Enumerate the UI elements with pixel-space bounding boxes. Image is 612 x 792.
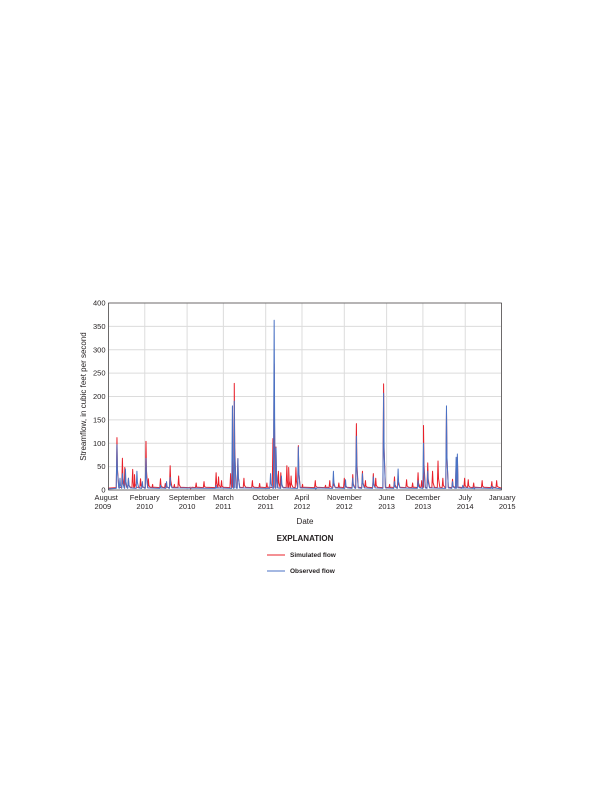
y-tick-label: 100 (93, 439, 106, 448)
x-tick-month: August (95, 493, 119, 502)
legend-label-simulated: Simulated flow (290, 552, 337, 559)
x-tick-month: June (378, 493, 394, 502)
x-tick-month: September (169, 493, 206, 502)
y-tick-labels: 0 50 100 150 200 250 300 350 400 (93, 299, 106, 495)
y-tick-label: 400 (93, 299, 106, 308)
legend-label-observed: Observed flow (290, 568, 336, 575)
x-tick-month: November (327, 493, 362, 502)
x-tick-year: 2013 (415, 502, 432, 511)
x-tick-month: February (130, 493, 160, 502)
grid (108, 302, 502, 491)
legend-title: EXPLANATION (277, 534, 334, 543)
y-tick-label: 300 (93, 345, 106, 354)
series-line-simulated (108, 363, 502, 490)
x-tick-year: 2013 (378, 502, 395, 511)
legend: EXPLANATION Simulated flow Observed flow (267, 534, 337, 575)
x-tick-year: 2012 (294, 502, 311, 511)
y-tick-label: 200 (93, 392, 106, 401)
y-tick-label: 150 (93, 415, 106, 424)
x-axis-label: Date (297, 517, 314, 526)
x-tick-year: 2012 (336, 502, 353, 511)
y-axis-label: Streamflow, in cubic feet per second (79, 332, 88, 461)
x-tick-year: 2009 (95, 502, 112, 511)
x-tick-month: April (294, 493, 309, 502)
y-tick-label: 250 (93, 369, 106, 378)
x-tick-year: 2011 (215, 502, 231, 511)
x-tick-month: March (213, 493, 234, 502)
x-tick-year: 2010 (179, 502, 196, 511)
x-tick-month: January (489, 493, 516, 502)
x-tick-month: December (406, 493, 441, 502)
series-lines (108, 319, 502, 490)
y-tick-label: 50 (97, 462, 105, 471)
x-tick-year: 2010 (136, 502, 153, 511)
x-tick-year: 2015 (499, 502, 516, 511)
plot-frame (108, 302, 502, 491)
x-tick-month: July (459, 493, 473, 502)
y-tick-label: 350 (93, 322, 106, 331)
x-tick-month: October (252, 493, 279, 502)
x-tick-labels: August2009February2010September2010March… (95, 493, 516, 511)
y-tick-label: 0 (101, 486, 105, 495)
x-tick-year: 2011 (258, 502, 274, 511)
series-line-observed (108, 319, 502, 490)
x-tick-year: 2014 (457, 502, 474, 511)
